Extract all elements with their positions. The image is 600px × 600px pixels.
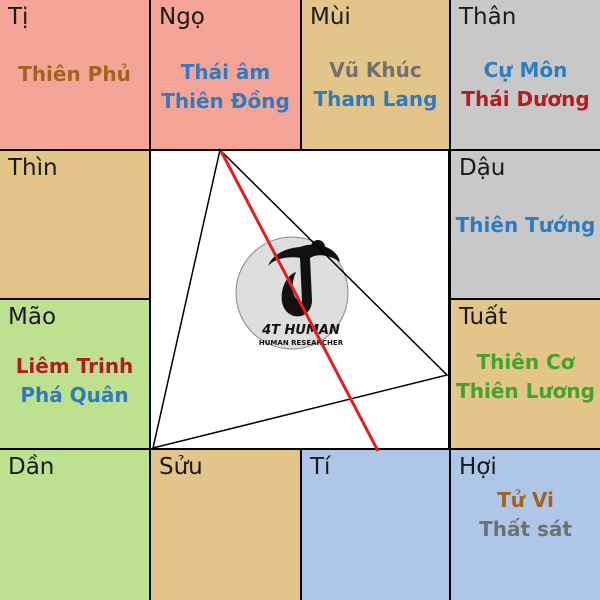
triangle [152, 148, 449, 450]
palace-ti-bottom: Tí [302, 450, 449, 600]
star-list: Tử Vi Thất sát [451, 486, 600, 544]
star-name: Thiên Cơ [476, 350, 575, 374]
star-name: Thái Dương [461, 87, 590, 111]
star-list: Thiên Tướng [451, 211, 600, 240]
star-list: Thái âm Thiên Đồng [151, 58, 300, 116]
logo: 4T HUMAN HUMAN RESEARCHER [235, 236, 349, 350]
star-name: Liêm Trinh [15, 354, 134, 378]
palace-thin: Thìn [0, 151, 149, 298]
palace-suu: Sửu [151, 450, 300, 600]
palace-name: Mão [8, 304, 57, 330]
logo-subtitle: HUMAN RESEARCHER [259, 339, 344, 347]
palace-name: Thìn [8, 155, 58, 181]
palace-name: Dần [8, 454, 55, 480]
star-name: Thiên Tướng [455, 213, 596, 237]
star-name: Vũ Khúc [329, 58, 422, 82]
star-name: Thái âm [180, 60, 271, 84]
star-name: Tử Vi [497, 488, 554, 512]
star-list: Thiên Phủ [0, 60, 149, 89]
star-name: Cự Môn [483, 58, 568, 82]
star-name: Thiên Phủ [18, 62, 131, 86]
star-name: Tham Lang [313, 87, 438, 111]
star-name: Thiên Lương [456, 379, 595, 403]
palace-name: Thân [459, 4, 517, 30]
star-name: Phá Quân [20, 383, 129, 407]
palace-name: Tuất [459, 304, 508, 330]
palace-name: Ngọ [159, 4, 205, 30]
palace-name: Tị [8, 4, 29, 30]
logo-figure-icon [268, 244, 340, 317]
red-line [219, 150, 380, 452]
star-name: Thiên Đồng [161, 89, 290, 113]
logo-title: 4T HUMAN [261, 323, 340, 338]
palace-name: Mùi [310, 4, 351, 30]
palace-name: Sửu [159, 454, 203, 480]
star-list: Thiên Cơ Thiên Lương [451, 348, 600, 406]
star-name: Thất sát [479, 517, 572, 541]
palace-dan: Dần [0, 450, 149, 600]
palace-name: Hợi [459, 454, 497, 480]
palace-name: Tí [310, 454, 331, 480]
palace-name: Dậu [459, 155, 506, 181]
